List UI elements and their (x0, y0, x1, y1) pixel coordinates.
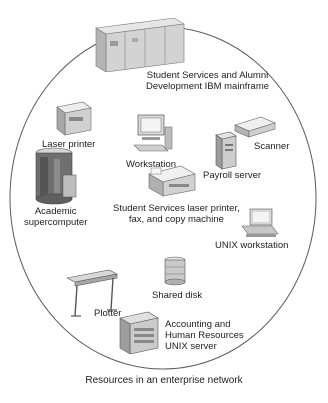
unix-server-icon (119, 311, 159, 354)
multifunction-printer-label-line2: fax, and copy machine (128, 214, 224, 225)
payroll-server-label: Payroll server (203, 170, 262, 181)
laser-printer-icon (56, 101, 92, 136)
plotter-icon (66, 269, 118, 317)
accounting-server-label-line2: Human Resources (165, 330, 244, 341)
multifunction-printer-label-line1: Student Services laser printer, (113, 203, 240, 214)
supercomputer-label-line2: supercomputer (24, 217, 88, 228)
scanner-icon (234, 116, 276, 138)
accounting-server-label: Accounting and Human Resources UNIX serv… (165, 319, 244, 352)
supercomputer-label: Academic supercomputer (24, 206, 87, 228)
unix-workstation-label: UNIX workstation (215, 240, 289, 251)
accounting-server-label-line3: UNIX server (165, 341, 217, 352)
workstation-icon (133, 114, 173, 152)
mainframe-icon (95, 17, 185, 72)
unix-workstation-icon (241, 208, 279, 237)
shared-disk-label: Shared disk (152, 290, 203, 301)
accounting-server-label-line1: Accounting and (165, 319, 231, 330)
laser-printer-label: Laser printer (42, 139, 96, 150)
supercomputer-label-line1: Academic (34, 206, 77, 217)
multifunction-printer-icon (148, 165, 196, 197)
shared-disk-icon (164, 256, 186, 286)
mainframe-label-line2: Development IBM mainframe (146, 81, 270, 92)
scanner-label: Scanner (254, 141, 290, 152)
figure-caption: Resources in an enterprise network (85, 375, 243, 386)
multifunction-printer-label: Student Services laser printer, fax, and… (113, 203, 240, 225)
mainframe-label: Student Services and Alumni Development … (146, 70, 269, 92)
supercomputer-icon (35, 147, 77, 205)
workstation-label: Workstation (126, 159, 176, 170)
plotter-label: Plotter (94, 308, 122, 319)
mainframe-label-line1: Student Services and Alumni (146, 70, 269, 81)
payroll-server-icon (215, 131, 237, 170)
